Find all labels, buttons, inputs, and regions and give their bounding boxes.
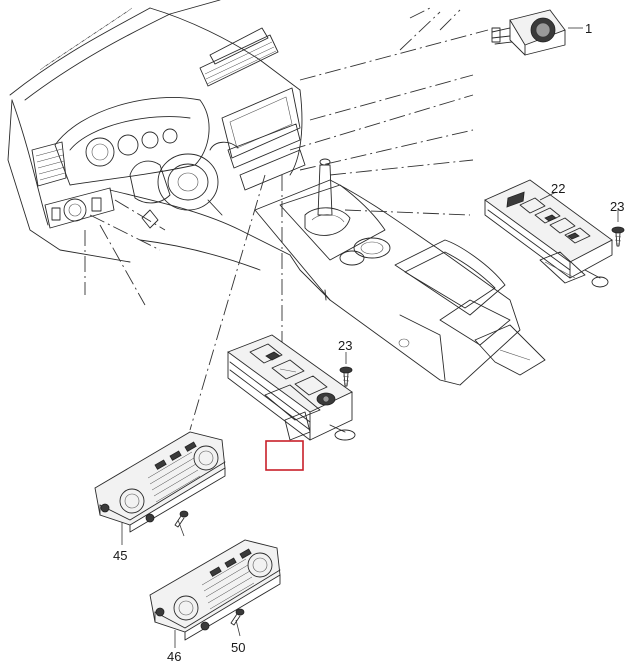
- part-1-rotary-switch: [491, 9, 566, 56]
- callout-23-right: 23: [610, 199, 624, 214]
- screw-near-45: [174, 510, 189, 537]
- callout-46: 46: [167, 649, 181, 664]
- screw-23-center: [339, 352, 353, 387]
- center-console: [254, 158, 546, 386]
- gear-shifter: [304, 158, 351, 236]
- callout-23-center: 23: [338, 338, 352, 353]
- light-switch: [44, 187, 115, 229]
- center-console-display: [209, 87, 306, 191]
- screw-23-right: [611, 208, 625, 247]
- part-22-switch-module: [484, 179, 613, 288]
- screw-50: [230, 608, 245, 637]
- climate-control-46: [149, 539, 281, 648]
- callout-50: 50: [231, 640, 245, 655]
- defrost-grille: [39, 7, 133, 71]
- highlight-box: [265, 440, 304, 471]
- callout-labels: 1 22 23 23 45 46 50: [113, 21, 624, 664]
- dash-dot-leaders: [84, 7, 489, 431]
- climate-control-45: [94, 431, 226, 545]
- callout-1: 1: [585, 21, 592, 36]
- instrument-gauges: [85, 128, 178, 167]
- center-switch-module: [227, 334, 356, 441]
- callout-45: 45: [113, 548, 127, 563]
- left-air-vent: [31, 141, 67, 187]
- callout-22: 22: [551, 181, 565, 196]
- centre-top-vent: [199, 27, 279, 87]
- dashboard: [7, 0, 306, 271]
